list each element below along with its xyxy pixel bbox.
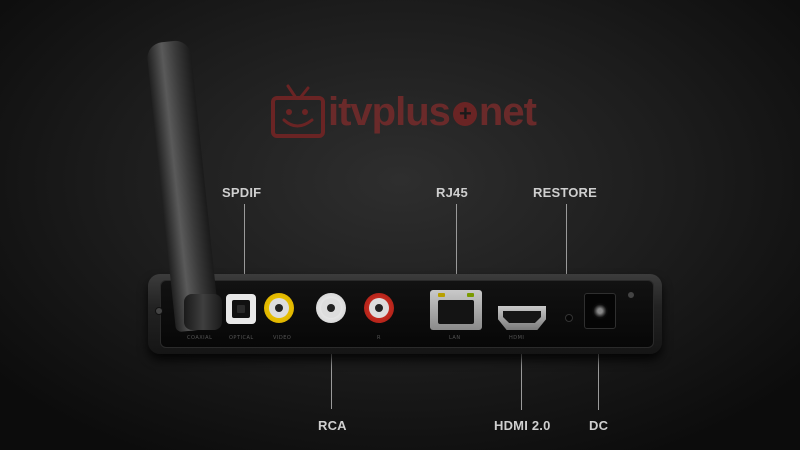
label-rj45: RJ45 xyxy=(436,185,468,200)
optical-port-opening xyxy=(232,300,250,318)
rj45-ethernet-port xyxy=(430,290,482,330)
hdmi-port-opening xyxy=(503,311,541,323)
label-rca: RCA xyxy=(318,418,347,433)
port-label-coaxial: COAXIAL xyxy=(187,335,213,341)
port-label-r: R xyxy=(377,335,381,341)
port-label-lan: LAN xyxy=(449,335,461,341)
restore-leader-line xyxy=(566,204,567,312)
label-dc: DC xyxy=(589,418,609,433)
rca-leader-line xyxy=(331,329,332,409)
lan-led-left xyxy=(438,293,445,297)
dc-power-jack xyxy=(584,293,616,329)
port-label-hdmi: HDMI xyxy=(509,335,525,341)
rca-audio-right-port xyxy=(364,293,394,323)
brand-logo: itvplus+net xyxy=(270,82,540,144)
spdif-leader-line xyxy=(244,204,245,296)
port-label-video: VIDEO xyxy=(273,335,292,341)
dc-leader-line xyxy=(598,328,599,410)
brand-name-part: itvplus xyxy=(328,90,451,134)
rj45-port-opening xyxy=(438,300,474,324)
optical-spdif-port xyxy=(226,294,256,324)
rca-video-port xyxy=(264,293,294,323)
screw-right xyxy=(627,291,635,299)
restore-pinhole xyxy=(565,314,573,322)
rca-audio-left-port xyxy=(316,293,346,323)
port-label-optical: OPTICAL xyxy=(229,335,254,341)
hdmi-leader-line xyxy=(521,332,522,410)
brand-domain-part: net xyxy=(478,90,537,134)
brand-plus-icon: + xyxy=(452,102,477,126)
label-spdif: SPDIF xyxy=(222,185,262,200)
brand-wordmark: itvplus+net xyxy=(328,90,537,134)
label-hdmi: HDMI 2.0 xyxy=(494,418,551,433)
tv-smiley-icon xyxy=(271,84,325,138)
lan-led-right xyxy=(467,293,474,297)
antenna-connector xyxy=(184,294,222,330)
label-restore: RESTORE xyxy=(533,185,598,200)
rj45-leader-line xyxy=(456,204,457,292)
hdmi-port xyxy=(498,306,546,330)
screw-left xyxy=(155,307,163,315)
